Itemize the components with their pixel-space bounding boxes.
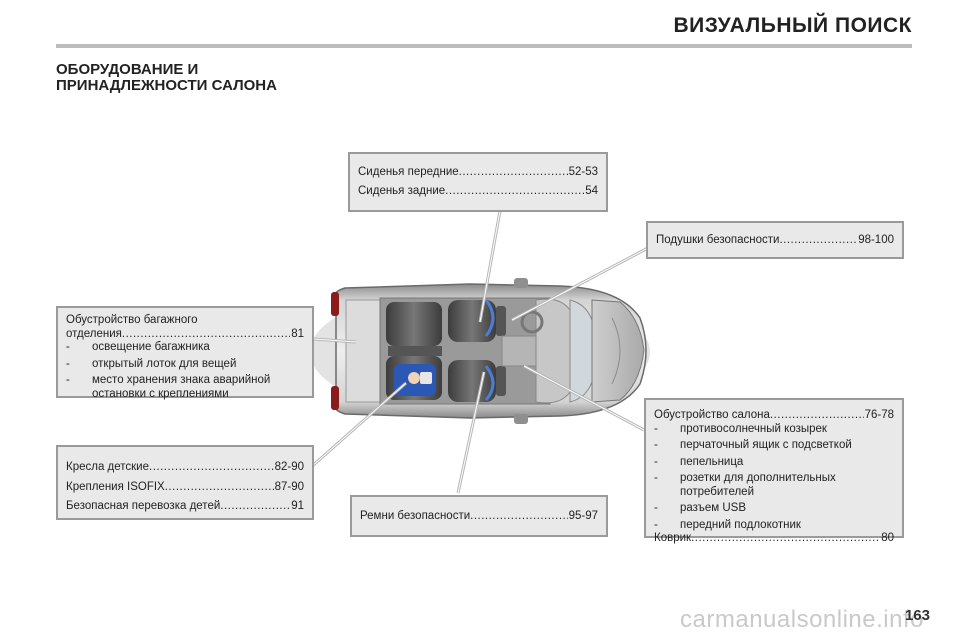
interior-bullet: -разъем USB [654, 502, 747, 514]
interior-bullet: -пепельница [654, 455, 744, 468]
trunk-entry: отделения 81 [66, 328, 304, 342]
airbags-callout: Подушки безопасности 98-100 [646, 221, 904, 259]
trunk-bullet: -освещение багажника [66, 341, 210, 353]
interior-entry: Обустройство салона 76-78 [654, 409, 894, 423]
floor-mat-entry: Коврик 80 [654, 532, 894, 546]
section-title-line-1: ОБОРУДОВАНИЕ И [56, 61, 199, 78]
seats-callout: Сиденья передние 52-53 Сиденья задние 54 [348, 152, 608, 212]
interior-bullet: -розетки для дополнительных потребителей [654, 472, 836, 498]
interior-bullet: -перчаточный ящик с подсветкой [654, 439, 852, 451]
seat-belts-entry: Ремни безопасности 95-97 [360, 510, 598, 524]
airbags-entry: Подушки безопасности 98-100 [656, 234, 894, 248]
trunk-heading: Обустройство багажного [66, 314, 198, 326]
isofix-entry: Крепления ISOFIX 87-90 [66, 481, 304, 495]
trunk-callout: Обустройство багажного отделения 81 -осв… [56, 306, 314, 400]
child-seats-entry: Кресла детские 82-90 [66, 461, 304, 475]
interior-bullet: -противосолнечный козырек [654, 422, 827, 435]
section-title: ОБОРУДОВАНИЕ И ПРИНАДЛЕЖНОСТИ САЛОНА [56, 62, 277, 94]
rear-seats-entry: Сиденья задние 54 [358, 185, 598, 199]
interior-bullet: -передний подлокотник [654, 518, 801, 531]
child-safety-entry: Безопасная перевозка детей 91 [66, 500, 304, 514]
trunk-bullet: -открытый лоток для вещей [66, 357, 237, 370]
trunk-bullet: -место хранения знака аварийной остановк… [66, 374, 271, 400]
section-title-line-2: ПРИНАДЛЕЖНОСТИ САЛОНА [56, 77, 277, 94]
front-seats-entry: Сиденья передние 52-53 [358, 166, 598, 180]
seat-belts-callout: Ремни безопасности 95-97 [350, 495, 608, 537]
page-number: 163 [904, 607, 930, 624]
title-divider [56, 44, 912, 48]
watermark: carmanualsonline.info [680, 606, 924, 633]
interior-callout: Обустройство салона 76-78 -противосолнеч… [644, 398, 904, 544]
page-title: ВИЗУАЛЬНЫЙ ПОИСК [673, 14, 912, 37]
child-seats-callout: Кресла детские 82-90 Крепления ISOFIX 87… [56, 445, 314, 520]
